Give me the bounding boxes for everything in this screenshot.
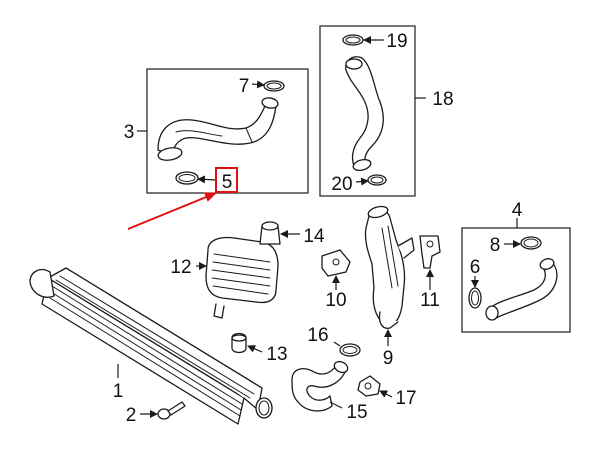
highlight-arrow <box>127 192 217 230</box>
clamp-part-6 <box>468 287 482 309</box>
group-box-18 <box>319 25 416 197</box>
group-box-4 <box>461 227 571 333</box>
grommet-part-13 <box>231 332 247 354</box>
bracket-part-10 <box>321 249 351 277</box>
sensor-part-11 <box>419 235 441 269</box>
callout-19: 19 <box>386 31 407 52</box>
clamp-part-20 <box>367 174 387 186</box>
callout-6: 6 <box>470 257 481 278</box>
hose-part-15 <box>291 360 349 412</box>
callout-2: 2 <box>126 405 137 426</box>
bolt-part-2 <box>157 401 186 420</box>
resonator-part-12 <box>205 236 279 319</box>
callout-3: 3 <box>124 122 135 143</box>
callout-13: 13 <box>266 344 287 365</box>
callout-8: 8 <box>490 235 501 256</box>
callout-5: 5 <box>222 172 233 193</box>
hose-part-4 <box>485 258 558 321</box>
callout-7: 7 <box>239 76 250 97</box>
callout-20: 20 <box>331 174 352 195</box>
callout-4: 4 <box>512 200 523 221</box>
callout-18: 18 <box>432 89 453 110</box>
intake-pipe-part-9 <box>364 205 415 329</box>
clamp-part-7 <box>263 80 285 92</box>
hose-part-18 <box>345 56 384 172</box>
clamp-part-5 <box>175 171 199 185</box>
callout-17: 17 <box>395 388 416 409</box>
hose-part-3 <box>157 97 279 161</box>
callout-1: 1 <box>113 381 124 402</box>
intercooler-part-1 <box>29 267 273 425</box>
highlight-box-part-5 <box>215 167 238 193</box>
clamp-part-17 <box>357 375 381 397</box>
plug-part-14 <box>259 221 281 245</box>
callout-12: 12 <box>170 257 191 278</box>
clamp-part-16 <box>339 343 361 357</box>
callout-14: 14 <box>303 226 325 247</box>
callout-16: 16 <box>307 325 328 346</box>
leader-lines <box>117 36 521 418</box>
callout-9: 9 <box>383 348 394 369</box>
callout-11: 11 <box>420 290 440 311</box>
clamp-part-19 <box>342 34 364 46</box>
callout-10: 10 <box>325 290 346 311</box>
clamp-part-8 <box>520 236 542 250</box>
callout-15: 15 <box>346 402 367 423</box>
